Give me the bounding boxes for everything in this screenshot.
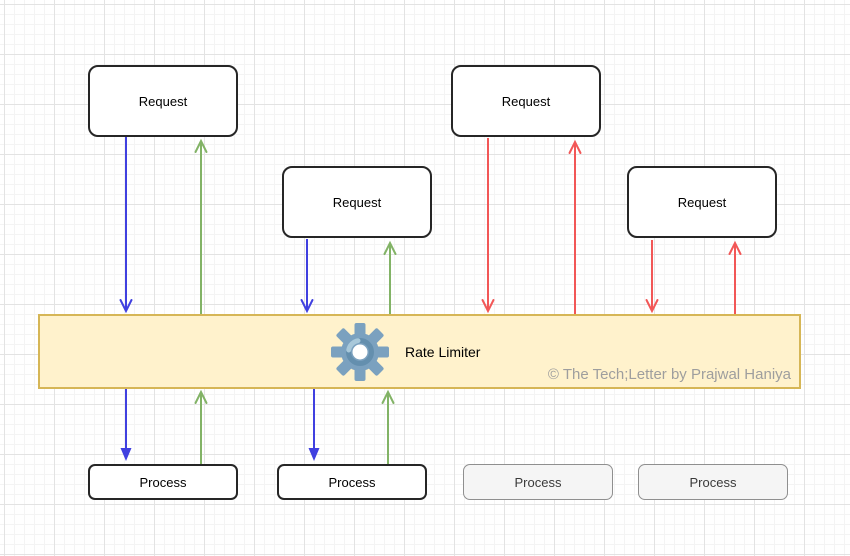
- process-node-3: Process: [463, 464, 613, 500]
- edge-rate-limiter-to-process-2: [308, 389, 320, 461]
- edge-rate-limiter-to-request-3: [568, 139, 582, 314]
- edge-request-2-to-rate-limiter: [300, 239, 314, 314]
- edge-request-3-to-rate-limiter: [481, 138, 495, 314]
- process-label: Process: [328, 474, 376, 490]
- process-node-1: Process: [88, 464, 238, 500]
- edge-rate-limiter-to-request-2: [383, 240, 397, 314]
- request-label: Request: [138, 93, 188, 109]
- edge-request-4-to-rate-limiter: [645, 240, 659, 314]
- edge-request-1-to-rate-limiter: [119, 137, 133, 314]
- request-label: Request: [677, 194, 727, 210]
- request-node-3: Request: [451, 65, 601, 137]
- request-label: Request: [332, 194, 382, 210]
- edge-rate-limiter-to-process-1: [120, 389, 132, 461]
- request-node-4: Request: [627, 166, 777, 238]
- request-label: Request: [501, 93, 551, 109]
- edge-rate-limiter-to-request-1: [194, 138, 208, 314]
- rate-limiter-label: Rate Limiter: [405, 343, 481, 360]
- process-node-2: Process: [277, 464, 427, 500]
- process-node-4: Process: [638, 464, 788, 500]
- edge-process-2-to-rate-limiter: [381, 389, 395, 464]
- rate-limiter-band: Rate Limiter © The Tech;Letter by Prajwa…: [38, 314, 801, 389]
- process-label: Process: [514, 474, 562, 490]
- process-label: Process: [139, 474, 187, 490]
- watermark-text: © The Tech;Letter by Prajwal Haniya: [547, 366, 791, 383]
- request-node-2: Request: [282, 166, 432, 238]
- edge-process-1-to-rate-limiter: [194, 389, 208, 464]
- gear-icon: [331, 323, 389, 386]
- process-label: Process: [689, 474, 737, 490]
- request-node-1: Request: [88, 65, 238, 137]
- edge-rate-limiter-to-request-4: [728, 240, 742, 314]
